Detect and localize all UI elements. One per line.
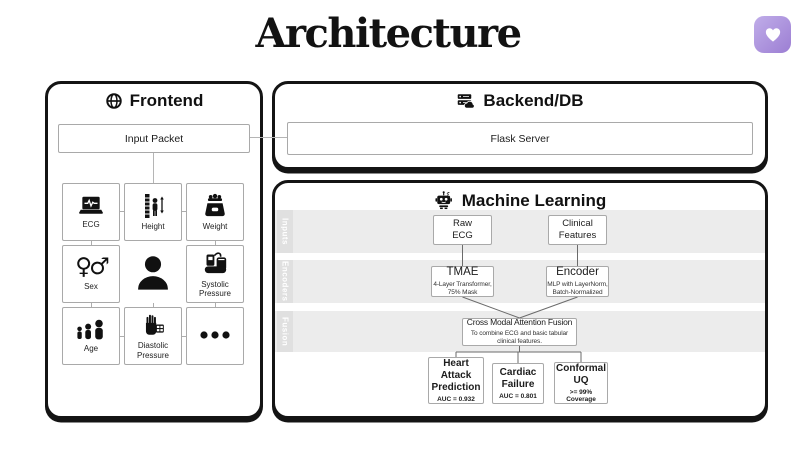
- tmae-node: TMAE 4-Layer Transformer, 75% Mask: [431, 266, 494, 297]
- input-packet-node: Input Packet: [58, 124, 250, 153]
- fusion-node: Cross Modal Attention Fusion To combine …: [462, 317, 577, 346]
- band-inputs: Inputs: [275, 210, 765, 253]
- grid-tick: [215, 241, 216, 245]
- robot-icon: [435, 191, 452, 210]
- band-label-fusion: Fusion: [277, 311, 293, 352]
- frontend-header: Frontend: [48, 91, 260, 111]
- frontend-panel: Frontend Input Packet ECG: [45, 81, 263, 419]
- grid-tick: [153, 303, 154, 307]
- feature-cell-more: [186, 307, 244, 365]
- clinical-features-node: Clinical Features: [548, 215, 607, 245]
- encoder-node: Encoder MLP with LayerNorm, Batch-Normal…: [546, 266, 609, 297]
- band-label-inputs: Inputs: [277, 210, 293, 253]
- ml-connectors: [455, 245, 582, 364]
- ellipsis-icon: [200, 330, 230, 339]
- ecg-monitor-icon: [79, 196, 103, 214]
- feature-cell-height: Height: [124, 183, 182, 241]
- backend-title: Backend/DB: [483, 91, 584, 110]
- flask-server-node: Flask Server: [287, 122, 753, 155]
- cardiac-failure-node: Cardiac Failure AUC = 0.801: [492, 363, 544, 404]
- blood-pressure-cuff-icon: [204, 252, 226, 273]
- server-icon: [458, 94, 476, 109]
- person-icon: [138, 255, 168, 290]
- grid-tick: [120, 211, 124, 212]
- page-title: Architecture: [255, 10, 522, 57]
- weight-scale-icon: [205, 193, 225, 216]
- feature-cell-weight: Weight: [186, 183, 244, 241]
- connector-input-to-flask: [250, 137, 287, 138]
- globe-icon: [105, 93, 122, 109]
- grid-tick: [182, 211, 186, 212]
- frontend-title: Frontend: [129, 91, 204, 110]
- ml-title: Machine Learning: [461, 190, 607, 210]
- feature-cell-ecg: ECG: [62, 183, 120, 241]
- raw-ecg-node: Raw ECG: [433, 215, 492, 245]
- ml-header: Machine Learning: [275, 190, 765, 211]
- feature-cell-person: [124, 245, 182, 303]
- backend-panel: Backend/DB Flask Server: [272, 81, 768, 170]
- feature-cell-sex: ♀♂ Sex: [62, 245, 120, 303]
- sex-icon: ♀♂: [75, 254, 110, 281]
- connector-input-to-grid: [153, 153, 154, 183]
- grid-tick: [91, 303, 92, 307]
- conformal-uq-node: Conformal UQ >= 99% Coverage: [554, 362, 608, 404]
- ml-panel: Machine Learning Inputs Encoders Fusion: [272, 180, 768, 419]
- height-icon: [145, 193, 164, 218]
- band-label-encoders: Encoders: [277, 260, 293, 303]
- heart-badge[interactable]: [754, 16, 791, 53]
- grid-tick: [215, 303, 216, 307]
- heart-attack-prediction-node: Heart Attack Prediction AUC = 0.932: [428, 357, 484, 404]
- feature-cell-diastolic: Diastolic Pressure: [124, 307, 182, 365]
- age-group-icon: [77, 320, 103, 340]
- grid-tick: [91, 241, 92, 245]
- feature-cell-systolic: Systolic Pressure: [186, 245, 244, 303]
- feature-cell-age: Age: [62, 307, 120, 365]
- backend-header: Backend/DB: [275, 91, 765, 111]
- band-encoders: Encoders: [275, 260, 765, 303]
- hand-gauge-icon: [145, 315, 164, 336]
- heart-icon: [765, 28, 780, 42]
- grid-tick: [182, 336, 186, 337]
- grid-tick: [120, 336, 124, 337]
